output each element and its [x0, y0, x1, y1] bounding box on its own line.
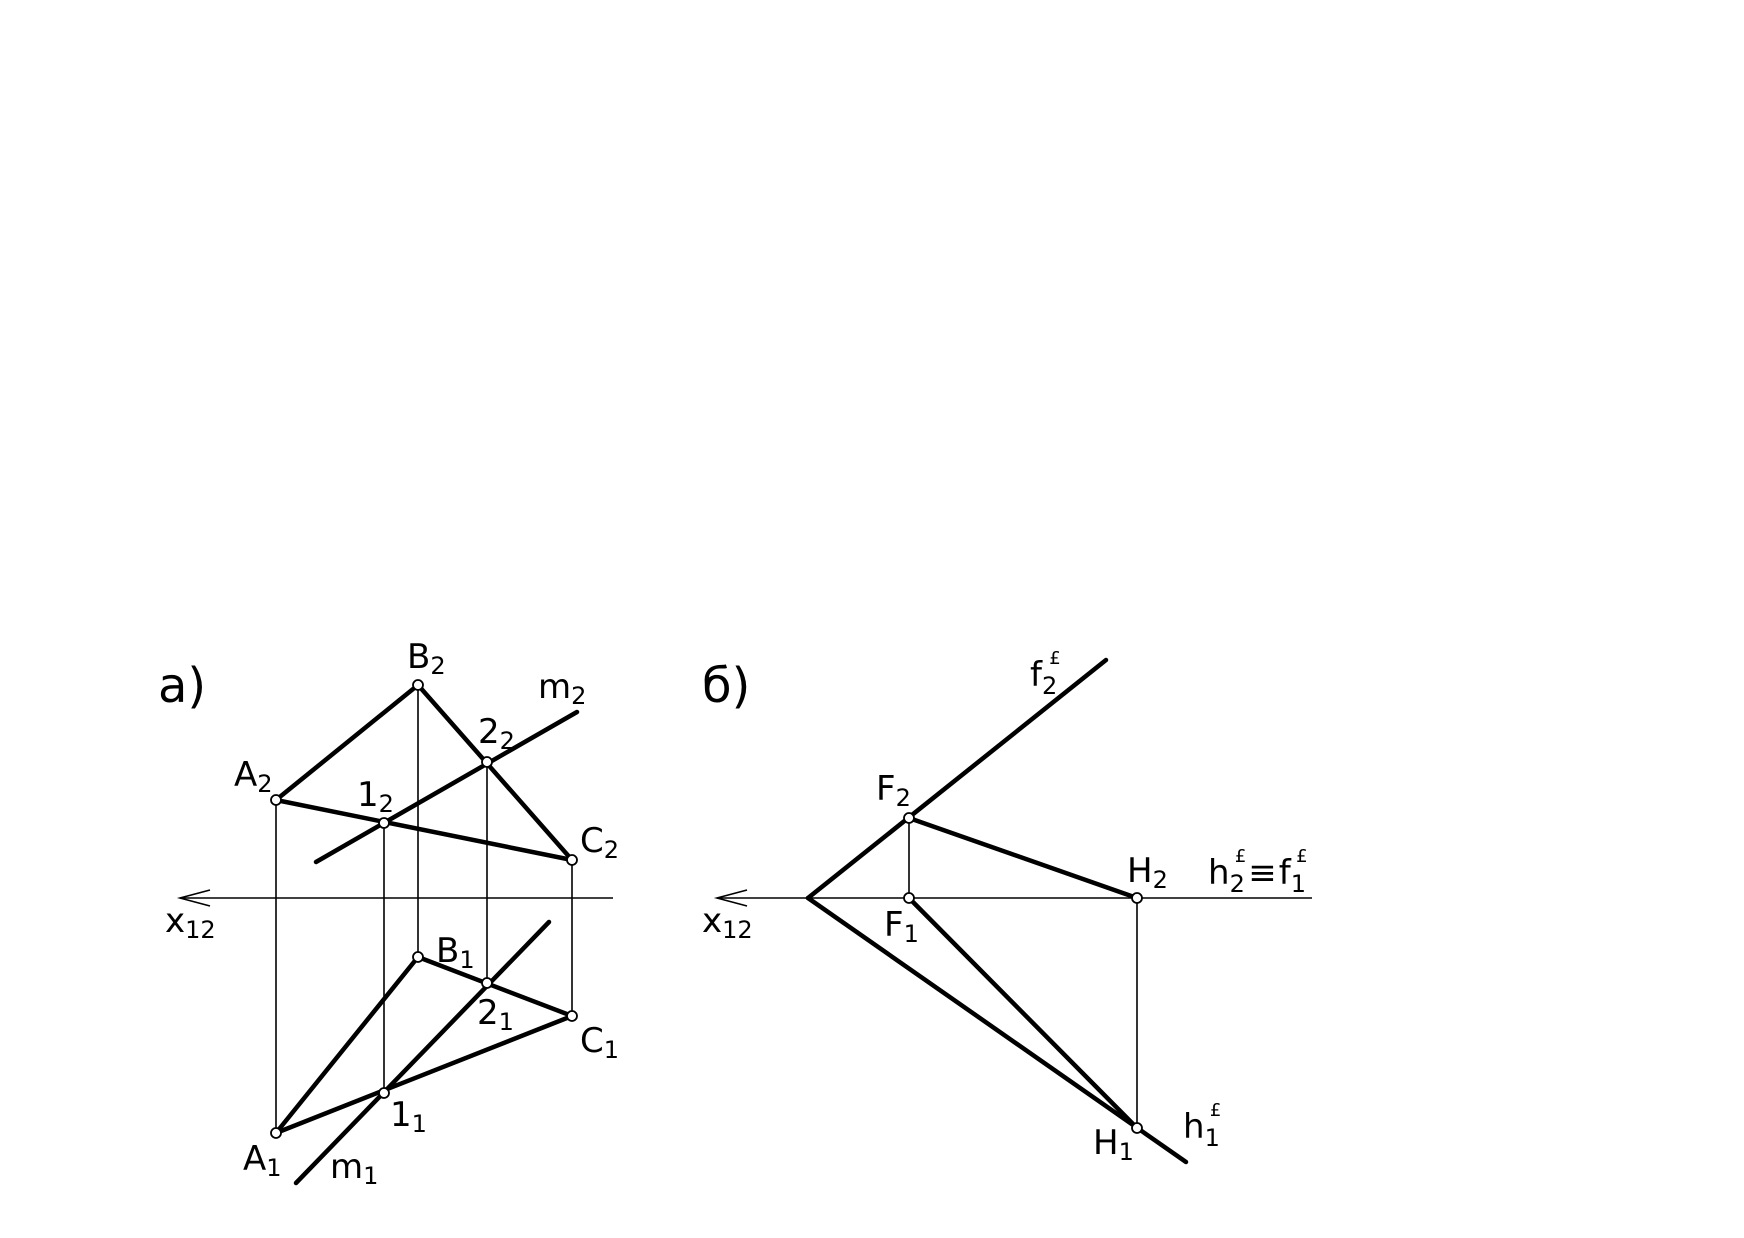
panel-b-label: б) [702, 658, 750, 714]
label-h1-trace: h1£ [1183, 1100, 1221, 1152]
edge-a1-b1 [273, 954, 421, 1136]
trace-h1 [805, 895, 1189, 1165]
label-h2-point: H2 [1127, 851, 1168, 894]
label-a2: A2 [234, 755, 273, 798]
edge-b1-c1 [415, 954, 575, 1019]
axis-x-label: x12 [165, 901, 216, 944]
point-2-1 [481, 977, 493, 989]
axis-x-label-b: x12 [702, 901, 753, 944]
line-m2 [313, 709, 580, 865]
point-c1 [566, 1010, 578, 1022]
label-b2: B2 [407, 637, 446, 680]
label-h2-equiv-f1: h2£≡f1£ [1208, 846, 1308, 898]
label-c1: C1 [580, 1021, 619, 1064]
label-2-2: 22 [478, 712, 515, 755]
label-f2-trace: f2£ [1030, 648, 1061, 700]
label-a1: A1 [243, 1139, 282, 1182]
point-1-1 [378, 1087, 390, 1099]
point-c2 [566, 854, 578, 866]
point-2-2 [481, 756, 493, 768]
panel-a: a) x12 B2 A2 C2 12 22 m2 B1 C1 A1 11 21 … [158, 637, 619, 1190]
point-b1 [412, 951, 424, 963]
trace-f2 [805, 657, 1109, 901]
edge-a2-c2 [273, 797, 575, 863]
point-f1 [903, 892, 915, 904]
edge-b2-c2 [415, 682, 575, 863]
label-h1-point: H1 [1093, 1123, 1134, 1166]
axis-arrow-icon-b [713, 889, 748, 907]
label-1-2: 12 [357, 775, 394, 818]
label-c2: C2 [580, 821, 619, 864]
segment-f1-h1 [906, 895, 1140, 1131]
point-h1 [1131, 1122, 1143, 1134]
edge-a2-b2 [273, 682, 421, 803]
axis-arrow-icon [176, 889, 211, 907]
point-b2 [412, 679, 424, 691]
edge-a1-c1 [273, 1013, 575, 1136]
label-b1: B1 [436, 931, 475, 974]
label-m1: m1 [330, 1147, 378, 1190]
panel-b: б) x12 f2£ F2 F1 H2 H1 h1£ h2£≡f1£ [702, 648, 1312, 1166]
label-m2: m2 [538, 667, 586, 710]
point-1-2 [378, 817, 390, 829]
line-m1 [293, 919, 552, 1186]
point-f2 [903, 812, 915, 824]
segment-f2-h2 [906, 815, 1140, 901]
point-a1 [270, 1127, 282, 1139]
point-a2 [270, 794, 282, 806]
label-2-1: 21 [477, 993, 514, 1036]
label-f2-point: F2 [876, 769, 911, 812]
panel-a-label: a) [158, 658, 206, 714]
label-1-1: 11 [390, 1095, 427, 1138]
point-h2 [1131, 892, 1143, 904]
label-f1-point: F1 [884, 905, 919, 948]
